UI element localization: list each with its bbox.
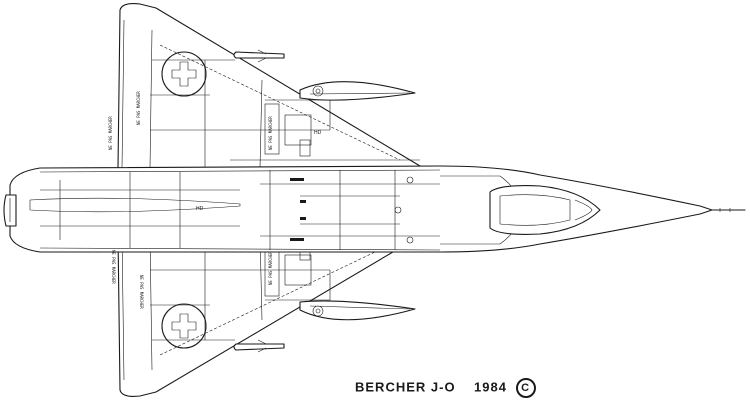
- upper-drop-tank: [299, 81, 416, 101]
- stencil-lower-wing-a: NE PAS MARCHER: [111, 250, 116, 284]
- lower-wing-roundel: [161, 303, 207, 349]
- upper-wingtip-missile: [233, 49, 285, 63]
- copyright-icon: C: [515, 378, 536, 398]
- nose-pitot: [711, 208, 746, 212]
- upper-wing-roundel: [161, 51, 207, 97]
- artist-signature: BERCHER J-O 1984 C: [355, 378, 536, 398]
- lower-drop-tank: [299, 300, 416, 321]
- stencil-fuselage-center: NE PAS MARCHER: [268, 251, 273, 285]
- cockpit-canopy: [489, 185, 601, 235]
- fuselage: [9, 165, 713, 253]
- exhaust-nozzle: [3, 194, 17, 227]
- label-mid: HD: [314, 130, 322, 136]
- fuselage-details: [290, 176, 414, 244]
- signature-year: 1984: [474, 379, 507, 395]
- label-rear: HD: [196, 206, 204, 212]
- stencil-lower-wing-b: NE PAS MARCHER: [139, 275, 144, 309]
- signature-author: BERCHER J-O: [355, 379, 456, 395]
- stencil-upper-wing-a: NE PAS MARCHER: [108, 116, 113, 150]
- lower-wingtip-missile: [233, 339, 285, 353]
- stencil-fuselage-left: NE PAS MARCHER: [268, 116, 273, 150]
- stencil-upper-wing-b: NE PAS MARCHER: [136, 91, 141, 125]
